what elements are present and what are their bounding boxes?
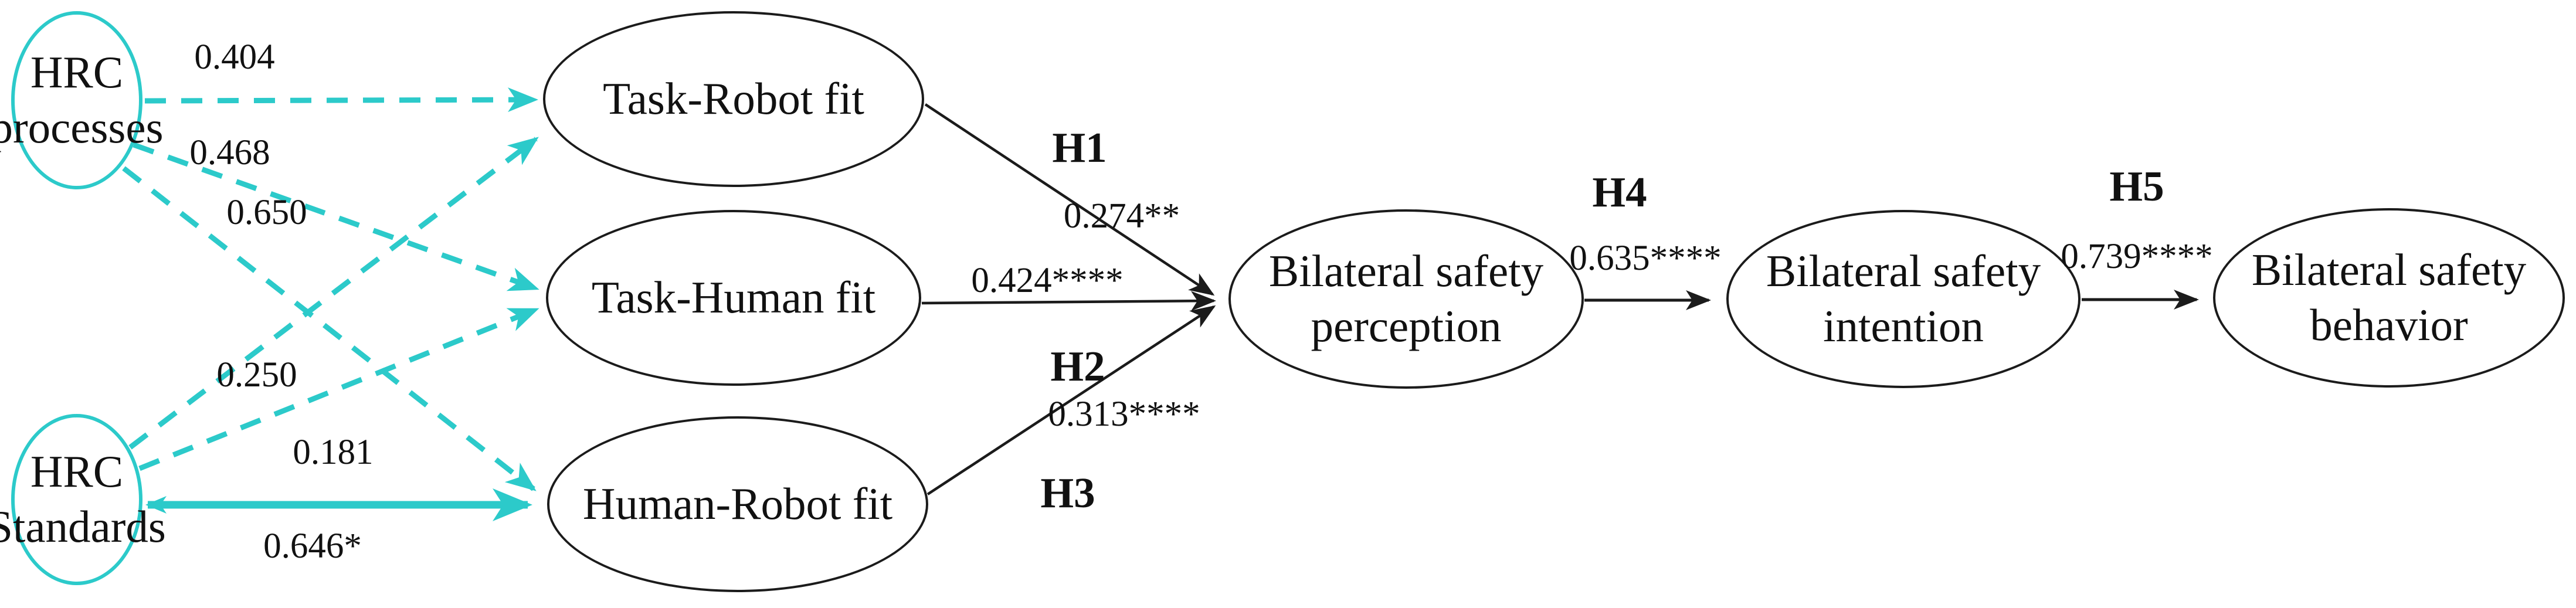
node-hrc-standards-label-line1: HRC (30, 446, 124, 497)
node-hrc-standards: HRC Standards (0, 414, 166, 585)
coefficient-h1: 0.274** (1063, 196, 1180, 236)
node-hrc-standards-label-line2: Standards (0, 501, 166, 552)
coefficient-processes-task-robot: 0.404 (194, 38, 275, 77)
coefficient-h5: 0.739**** (2061, 237, 2213, 276)
node-hrc-processes-label-line2: processes (0, 102, 164, 152)
coefficient-standards-task-robot: 0.250 (216, 355, 297, 395)
arrow-processes-to-human-robot-fit (122, 166, 537, 491)
hypothesis-label-h3: H3 (1040, 469, 1095, 517)
coefficient-h4: 0.635**** (1569, 239, 1722, 278)
node-hrc-processes: HRC processes (0, 11, 164, 189)
node-task-robot-fit-label: Task-Robot fit (603, 73, 864, 124)
node-bilateral-safety-intention-label-line2: intention (1823, 301, 1984, 351)
hypothesis-label-h1: H1 (1052, 124, 1107, 171)
node-bilateral-safety-perception-label-line2: perception (1311, 301, 1502, 351)
arrow-processes-to-task-robot-fit (144, 87, 538, 113)
node-human-robot-fit: Human-Robot fit (547, 416, 928, 592)
node-bilateral-safety-behavior-label-line2: behavior (2310, 300, 2468, 350)
node-task-human-fit-label: Task-Human fit (591, 272, 876, 323)
node-task-robot-fit: Task-Robot fit (543, 11, 924, 187)
node-bilateral-safety-intention-label-line1: Bilateral safety (1766, 246, 2041, 297)
coefficient-h2: 0.424**** (971, 261, 1124, 300)
hypothesis-label-h2: H2 (1050, 342, 1105, 390)
arrow-standards-to-task-robot-fit (128, 137, 539, 450)
coefficient-standards-task-human: 0.181 (293, 433, 374, 472)
hypothesis-label-h5: H5 (2109, 162, 2164, 210)
node-human-robot-fit-label: Human-Robot fit (582, 478, 893, 529)
arrow-h1-task-robot-to-perception (924, 103, 1215, 296)
coefficient-h3: 0.313**** (1048, 395, 1200, 434)
node-hrc-processes-label-line1: HRC (30, 47, 124, 98)
node-bilateral-safety-behavior: Bilateral safety behavior (2213, 208, 2565, 388)
node-bilateral-safety-behavior-label-line1: Bilateral safety (2251, 244, 2527, 295)
node-bilateral-safety-perception: Bilateral safety perception (1228, 209, 1584, 389)
arrow-h2-task-human-to-perception (921, 291, 1216, 311)
node-task-human-fit: Task-Human fit (546, 210, 921, 386)
hypothesis-label-h4: H4 (1592, 168, 1647, 216)
coefficient-standards-human-robot: 0.646* (263, 527, 362, 566)
node-bilateral-safety-perception-label-line1: Bilateral safety (1268, 246, 1544, 297)
coefficient-processes-task-human: 0.468 (189, 133, 270, 172)
arrow-h3-human-robot-to-perception (926, 305, 1216, 495)
node-bilateral-safety-intention: Bilateral safety intention (1726, 210, 2081, 388)
coefficient-processes-human-robot: 0.650 (226, 193, 307, 232)
